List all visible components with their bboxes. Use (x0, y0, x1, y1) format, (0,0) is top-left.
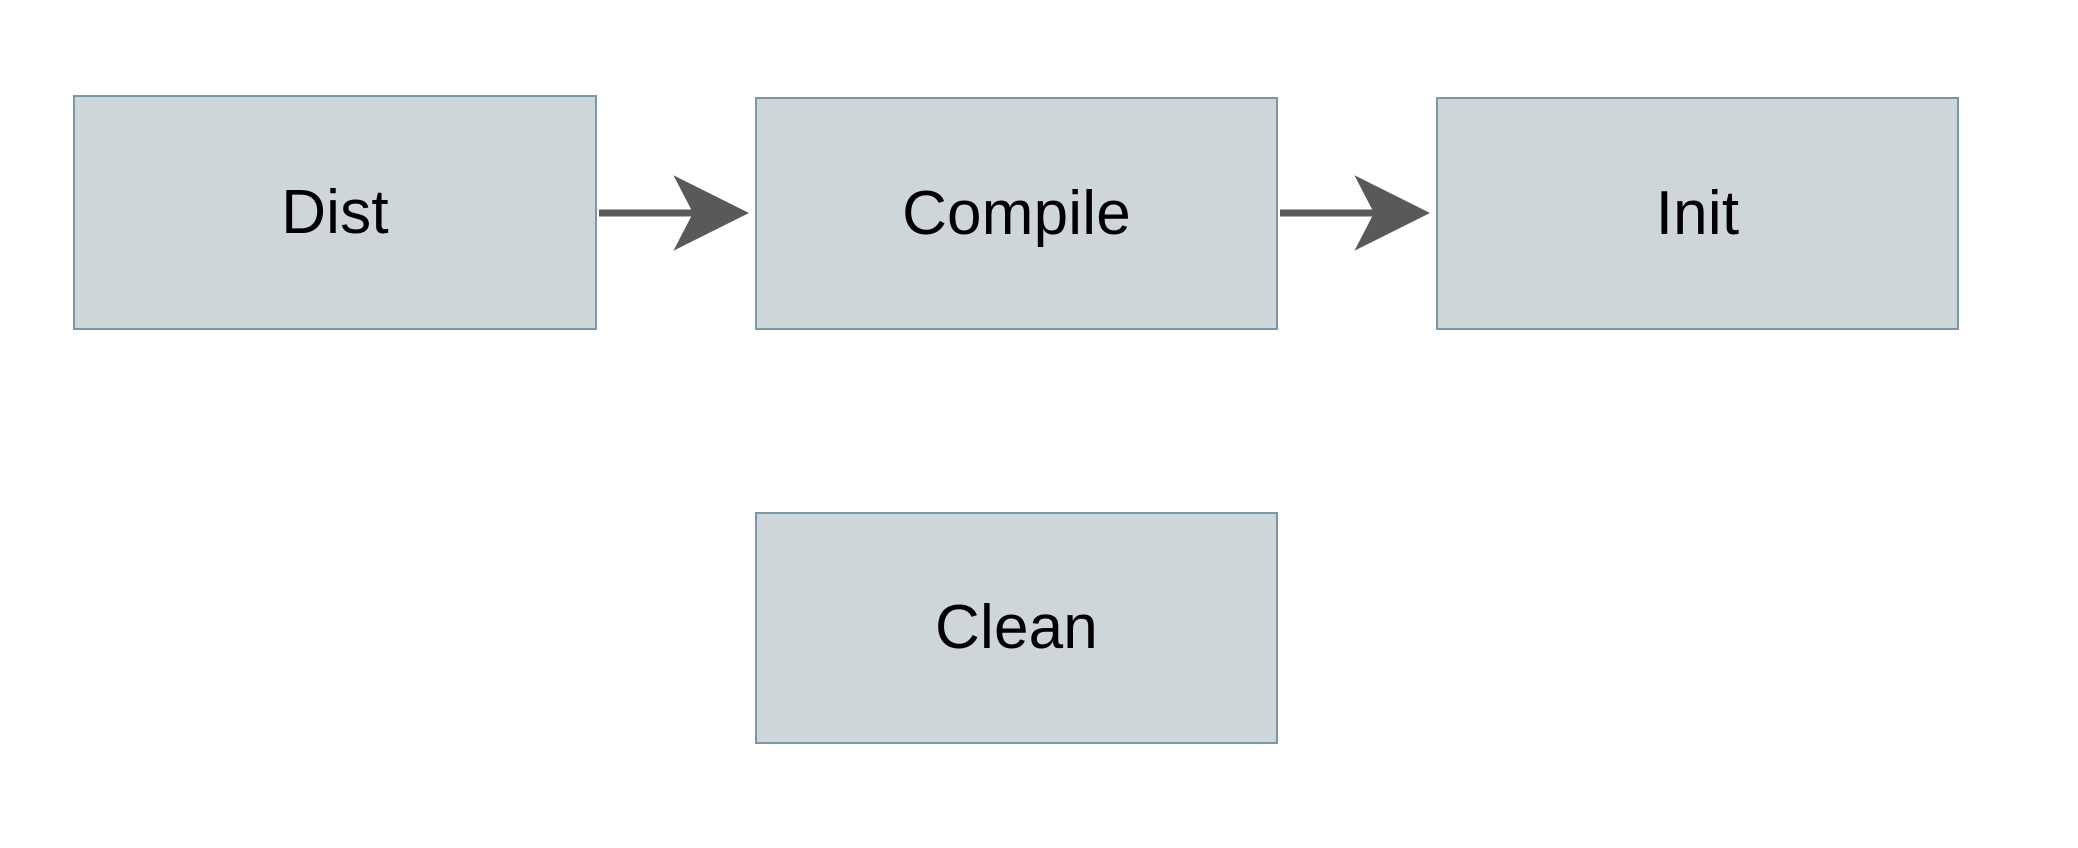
node-dist[interactable]: Dist (73, 95, 597, 330)
node-compile[interactable]: Compile (755, 97, 1278, 330)
node-label-clean: Clean (935, 593, 1098, 662)
node-init[interactable]: Init (1436, 97, 1959, 330)
node-label-init: Init (1655, 178, 1740, 248)
node-label-dist: Dist (281, 177, 389, 247)
node-clean[interactable]: Clean (755, 512, 1278, 744)
node-label-compile: Compile (902, 178, 1131, 248)
